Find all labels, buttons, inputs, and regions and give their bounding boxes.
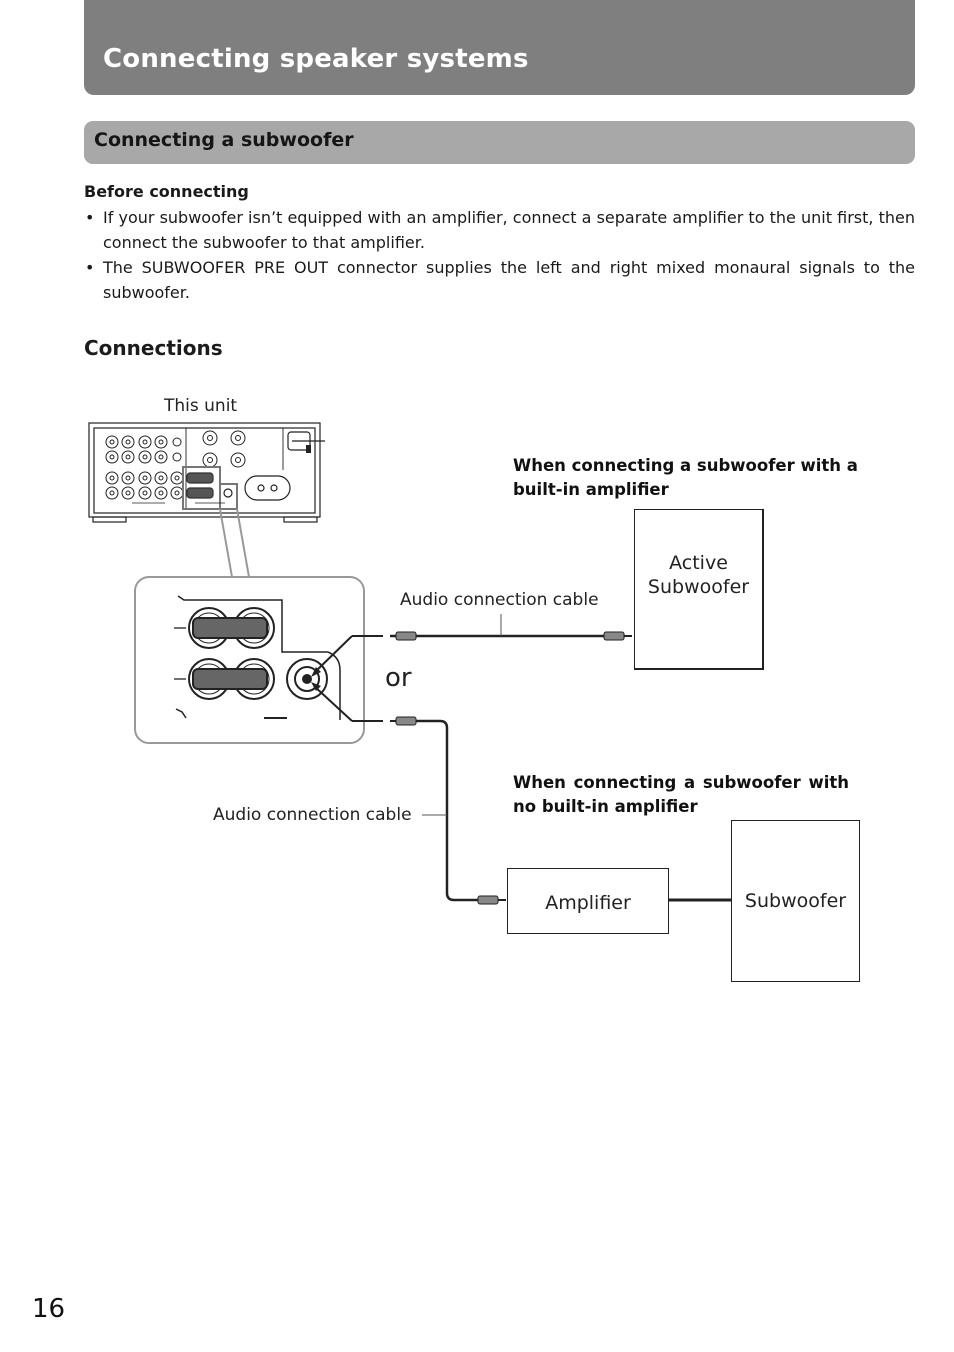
note-with-amplifier: When connecting a subwoofer with a built… [513, 456, 858, 499]
active-subwoofer-label: Active Subwoofer [647, 552, 750, 598]
connections-heading: Connections [84, 336, 223, 360]
page-number: 16 [32, 1294, 66, 1324]
zoom-line [236, 508, 250, 578]
this-unit-label: This unit [164, 396, 238, 416]
page-title: Connecting speaker systems [103, 44, 529, 74]
bullet-item: If your subwoofer isn’t equipped with an… [84, 205, 915, 255]
bullet-item: The SUBWOOFER PRE OUT connector supplies… [84, 255, 915, 305]
zoom-callout [134, 576, 365, 744]
subwoofer-label: Subwoofer [744, 890, 847, 912]
subwoofer-box: Subwoofer [731, 820, 860, 982]
section-bar: Connecting a subwoofer [84, 121, 915, 164]
cable-label-bottom: Audio connection cable [213, 805, 412, 825]
before-connecting-list: If your subwoofer isn’t equipped with an… [84, 205, 915, 305]
note-no-amplifier: When connecting a subwoofer with no buil… [513, 773, 849, 816]
audio-cable-top [390, 614, 632, 641]
header-bar: Connecting speaker systems [84, 0, 915, 95]
connection-arrows [311, 635, 383, 722]
zoom-line [219, 508, 233, 578]
active-subwoofer-box: Active Subwoofer [634, 509, 764, 670]
amplifier-box: Amplifier [507, 868, 669, 934]
amplifier-label: Amplifier [545, 892, 631, 914]
cable-label-top: Audio connection cable [400, 590, 599, 610]
unit-rear-panel [88, 422, 325, 523]
before-connecting-heading: Before connecting [84, 182, 249, 201]
section-title: Connecting a subwoofer [94, 129, 354, 151]
audio-cable-bottom [390, 716, 506, 905]
or-label: or [385, 663, 412, 693]
